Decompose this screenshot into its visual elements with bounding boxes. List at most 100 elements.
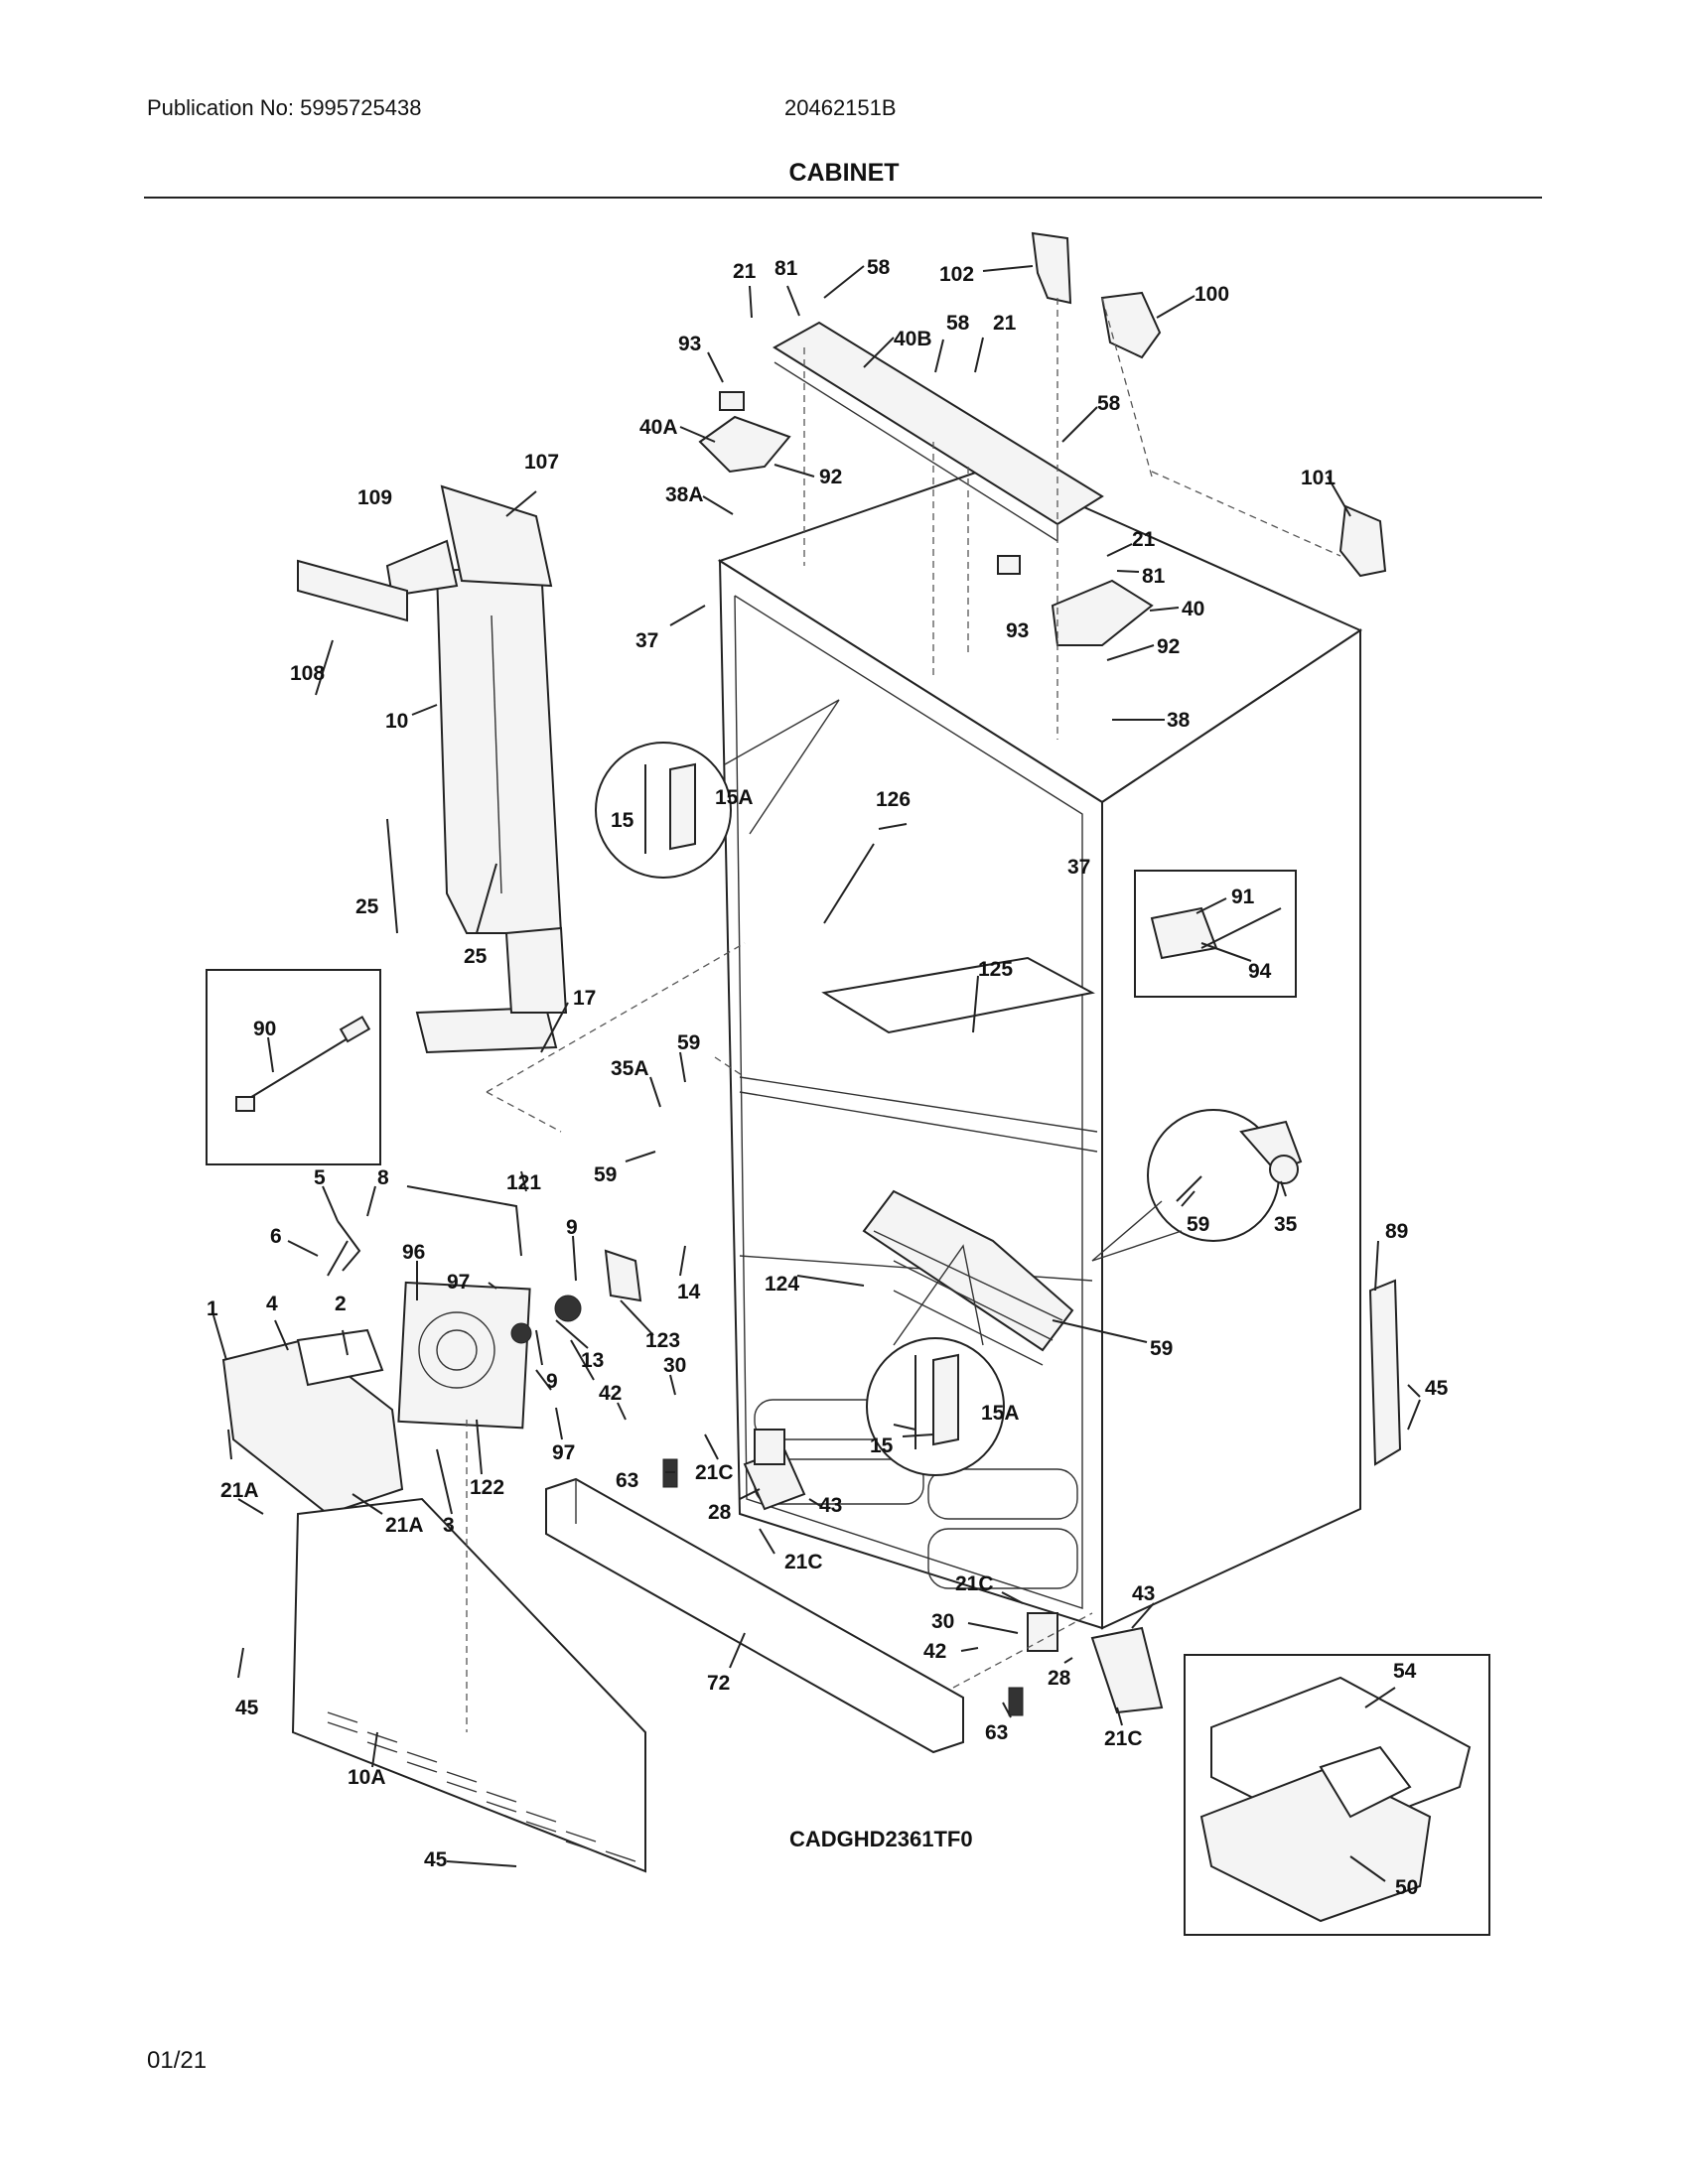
cabinet-body	[717, 465, 1363, 1630]
callout-63: 63	[616, 1469, 638, 1492]
callout-21: 21	[733, 260, 757, 283]
model-number: CADGHD2361TF0	[789, 1827, 973, 1851]
toe-grille	[545, 1477, 964, 1754]
side-bracket	[1368, 1279, 1402, 1466]
callout-126: 126	[876, 788, 911, 811]
callout-28: 28	[1048, 1667, 1071, 1690]
ice-maker-inset	[1184, 1654, 1490, 1936]
callout-21a: 21A	[385, 1514, 424, 1537]
callout-94: 94	[1248, 960, 1272, 983]
callout-97: 97	[447, 1271, 470, 1294]
dashed-guides	[466, 297, 1341, 1732]
callout-107: 107	[524, 451, 559, 474]
callout-15: 15	[870, 1434, 894, 1457]
callout-123: 123	[645, 1329, 680, 1352]
callout-45: 45	[1425, 1377, 1449, 1400]
callout-21c: 21C	[1104, 1727, 1143, 1750]
top-brackets	[1031, 231, 1387, 578]
callout-14: 14	[677, 1281, 701, 1303]
callout-15a: 15A	[715, 786, 754, 809]
callout-30: 30	[931, 1610, 954, 1633]
callout-43: 43	[819, 1494, 842, 1517]
callout-125: 125	[978, 958, 1013, 981]
callout-25: 25	[355, 895, 379, 918]
callout-45: 45	[235, 1697, 259, 1719]
callout-121: 121	[506, 1171, 541, 1194]
callout-3: 3	[443, 1514, 455, 1537]
callout-40a: 40A	[639, 416, 678, 439]
callout-8: 8	[377, 1166, 389, 1189]
zoom-detail-lower	[866, 1244, 1005, 1476]
callout-21: 21	[1132, 528, 1156, 551]
inset-box-right	[1134, 870, 1297, 998]
callout-100: 100	[1195, 283, 1229, 306]
callout-58: 58	[1097, 392, 1121, 415]
callout-38: 38	[1167, 709, 1191, 732]
document-number: 20462151B	[784, 95, 897, 120]
callout-6: 6	[270, 1225, 282, 1248]
callout-40b: 40B	[894, 328, 932, 350]
callout-2: 2	[335, 1293, 347, 1315]
callout-40: 40	[1182, 598, 1204, 620]
publication-number: Publication No: 5995725438	[147, 95, 422, 120]
callout-109: 109	[357, 486, 392, 509]
callout-91: 91	[1231, 886, 1255, 908]
callout-21c: 21C	[695, 1461, 734, 1484]
evaporator-fan-assembly	[221, 1185, 642, 1516]
callout-1: 1	[207, 1297, 218, 1320]
callout-10a: 10A	[348, 1766, 386, 1789]
callout-labels: 21 81 58 102 100 93 40B 58 21 40A 58 107…	[207, 256, 1449, 1899]
callout-35a: 35A	[611, 1057, 649, 1080]
callout-10: 10	[385, 710, 408, 733]
callout-35: 35	[1274, 1213, 1298, 1236]
rear-cover-panel	[291, 1497, 646, 1873]
callout-108: 108	[290, 662, 325, 685]
top-hinge-bar	[698, 321, 1154, 646]
air-duct-assembly	[297, 484, 568, 1054]
title-rule	[144, 197, 1542, 199]
callout-122: 122	[470, 1476, 504, 1499]
callout-58: 58	[946, 312, 970, 335]
callout-21a: 21A	[220, 1479, 259, 1502]
callout-93: 93	[678, 333, 701, 355]
callout-97: 97	[552, 1441, 575, 1464]
callout-9: 9	[546, 1370, 558, 1393]
callout-59: 59	[677, 1031, 700, 1054]
callout-90: 90	[253, 1018, 276, 1040]
callout-38a: 38A	[665, 483, 704, 506]
callout-25: 25	[464, 945, 488, 968]
callout-45: 45	[424, 1848, 448, 1871]
callout-92: 92	[819, 466, 842, 488]
inset-box-left	[206, 969, 381, 1165]
callout-21: 21	[993, 312, 1017, 335]
callout-21c: 21C	[784, 1551, 823, 1573]
callout-101: 101	[1301, 467, 1336, 489]
callout-89: 89	[1385, 1220, 1408, 1243]
zoom-detail-upper	[595, 699, 840, 879]
callout-59: 59	[1187, 1213, 1209, 1236]
callout-9: 9	[566, 1216, 578, 1239]
callout-15a: 15A	[981, 1402, 1020, 1425]
callout-21c: 21C	[955, 1572, 994, 1595]
callout-43: 43	[1132, 1582, 1155, 1605]
page-number: 01/21	[147, 2047, 208, 2074]
callout-63: 63	[985, 1721, 1008, 1744]
callout-42: 42	[923, 1640, 946, 1663]
callout-81: 81	[774, 257, 798, 280]
callout-72: 72	[707, 1672, 730, 1695]
callout-59: 59	[594, 1163, 617, 1186]
callout-54: 54	[1393, 1660, 1417, 1683]
callout-37: 37	[635, 629, 658, 652]
callout-42: 42	[599, 1382, 622, 1405]
callout-124: 124	[765, 1273, 799, 1296]
callout-81: 81	[1142, 565, 1166, 588]
callout-50: 50	[1395, 1876, 1418, 1899]
callout-30: 30	[663, 1354, 686, 1377]
callout-102: 102	[939, 263, 974, 286]
bottom-hinges	[662, 1429, 1164, 1716]
callout-5: 5	[314, 1166, 326, 1189]
callout-13: 13	[581, 1349, 604, 1372]
callout-59: 59	[1150, 1337, 1173, 1360]
zoom-detail-damper	[1091, 1109, 1303, 1262]
